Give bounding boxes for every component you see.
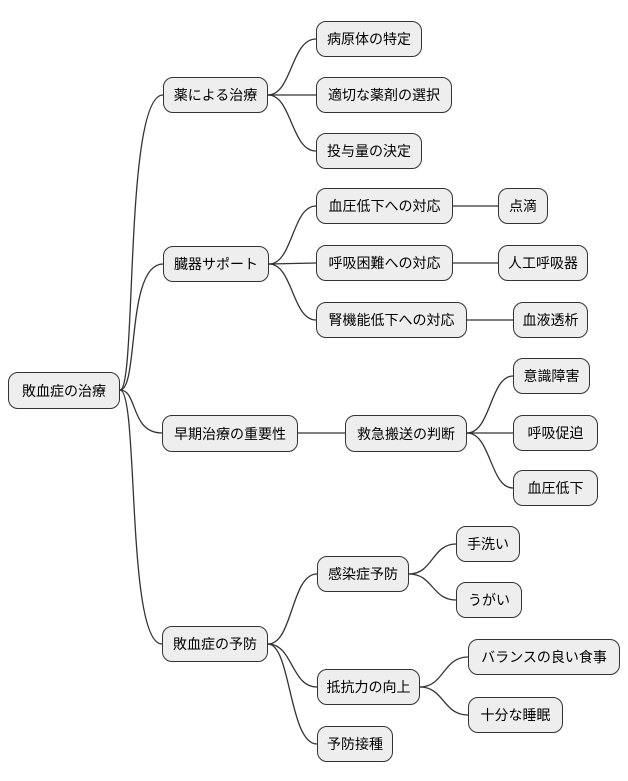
edge-resistance-to-sleep [419, 686, 469, 716]
edge-drug-to-dosage [267, 94, 317, 152]
edge-infection-to-handwash [408, 543, 457, 575]
node-bp-drop-response: 血圧低下への対応 [316, 188, 453, 224]
node-infection-prevention: 感染症予防 [317, 556, 409, 592]
node-ventilator: 人工呼吸器 [498, 245, 588, 281]
node-resistance-improvement: 抵抗力の向上 [317, 669, 420, 705]
node-consciousness-disorder: 意識障害 [513, 358, 590, 394]
edge-organ-to-kidney-response [268, 263, 317, 321]
edge-root-to-drug-treatment [119, 94, 164, 391]
node-pathogen-identification: 病原体の特定 [316, 21, 422, 57]
node-breathing-difficulty-response: 呼吸困難への対応 [316, 245, 453, 281]
edge-prevention-to-vaccination [267, 643, 318, 745]
node-respiratory-distress: 呼吸促迫 [513, 415, 598, 451]
node-hand-washing: 手洗い [456, 526, 520, 562]
edge-prevention-to-infection [267, 573, 318, 645]
edge-organ-to-bp-response [268, 205, 317, 265]
node-emergency-transport-decision: 救急搬送の判断 [345, 415, 467, 452]
edge-root-to-prevention [119, 389, 163, 645]
node-organ-support: 臓器サポート [163, 246, 269, 282]
edge-prevention-to-resistance [267, 643, 318, 688]
node-gargling: うがい [456, 582, 522, 618]
node-iv-drip: 点滴 [498, 188, 548, 224]
edge-transport-to-consciousness [466, 375, 514, 434]
edge-infection-to-gargle [408, 573, 457, 601]
node-bp-drop: 血圧低下 [513, 470, 598, 506]
edge-root-to-early-treatment [119, 389, 163, 434]
node-balanced-diet: バランスの良い食事 [468, 639, 620, 675]
node-hemodialysis: 血液透析 [513, 302, 588, 338]
node-drug-selection: 適切な薬剤の選択 [316, 77, 452, 113]
node-sufficient-sleep: 十分な睡眠 [468, 697, 563, 733]
node-dosage-determination: 投与量の決定 [316, 133, 422, 169]
edge-resistance-to-diet [419, 656, 469, 688]
node-kidney-decline-response: 腎機能低下への対応 [316, 302, 467, 338]
edge-root-to-organ-support [119, 263, 164, 391]
node-sepsis-prevention: 敗血症の予防 [162, 626, 268, 662]
node-vaccination: 予防接種 [317, 726, 393, 762]
node-drug-treatment: 薬による治療 [163, 77, 268, 113]
node-early-treatment-importance: 早期治療の重要性 [162, 415, 298, 452]
edge-transport-to-bp-drop [466, 432, 514, 489]
node-sepsis-treatment: 敗血症の治療 [8, 372, 120, 409]
edge-organ-to-breathing-response [268, 262, 317, 265]
edge-drug-to-pathogen [267, 38, 317, 96]
